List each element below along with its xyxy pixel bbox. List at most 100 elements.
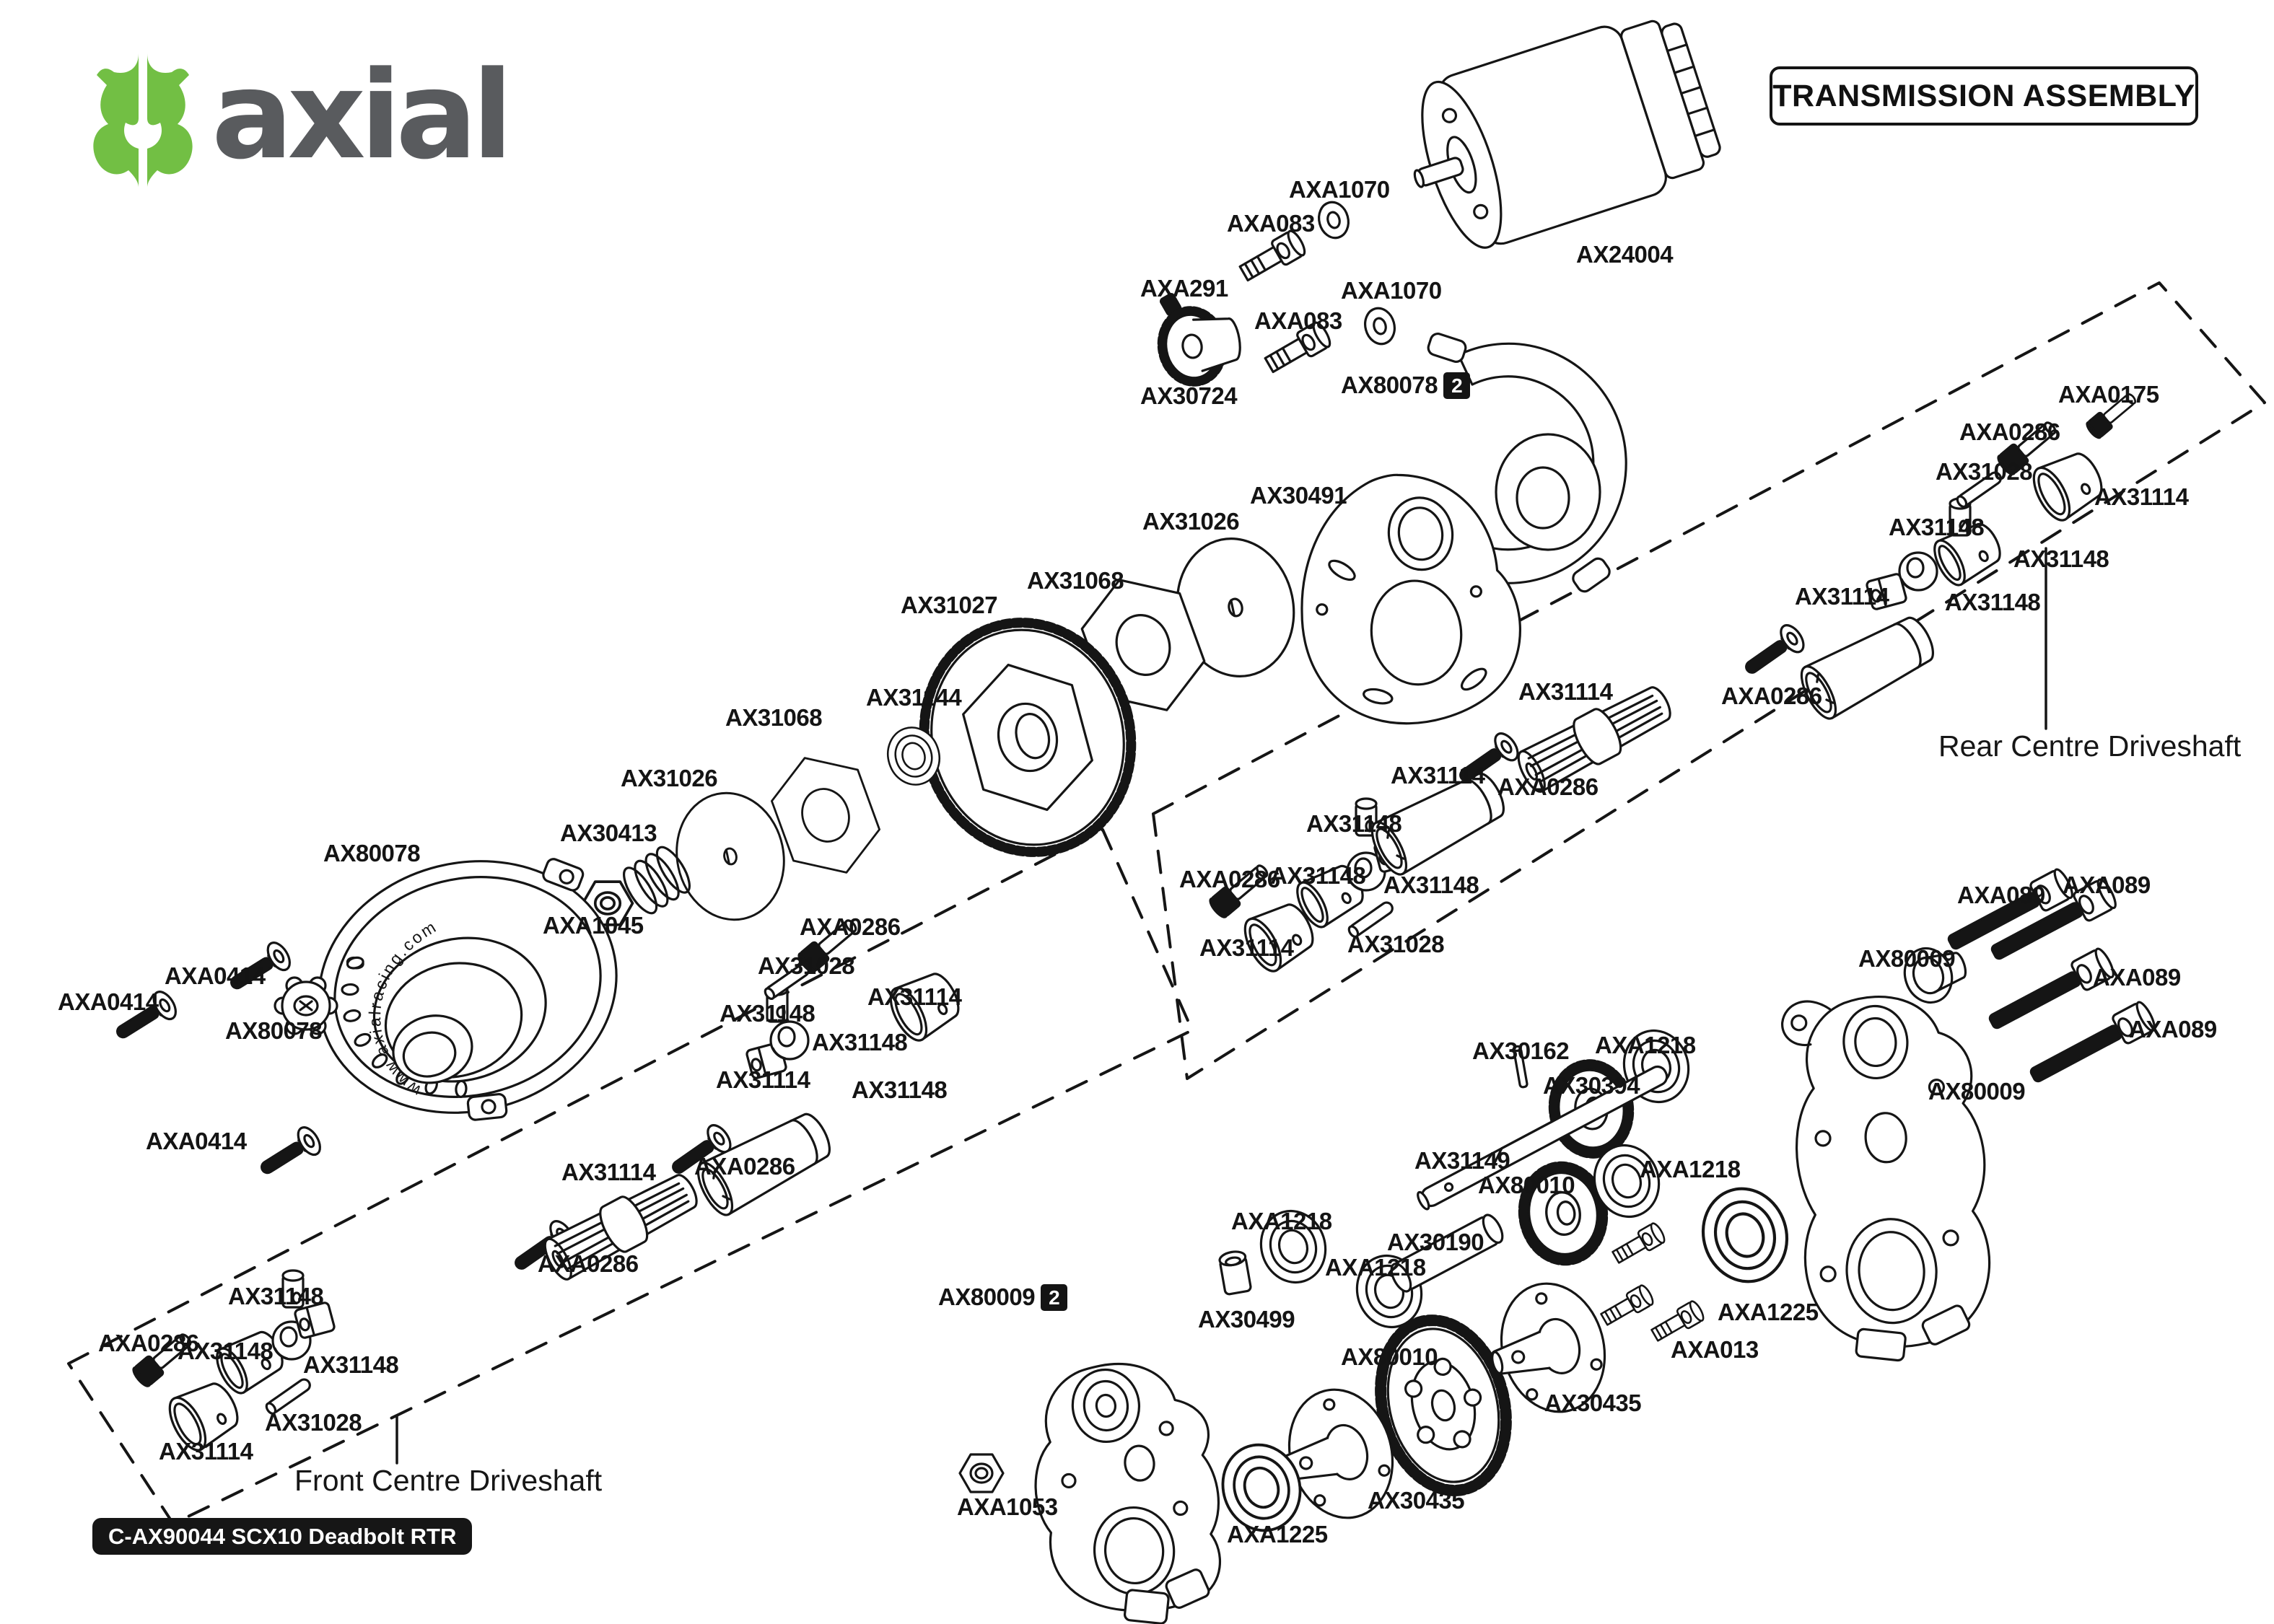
part-number: AXA083 [1227,210,1315,237]
part-number: AXA0286 [98,1330,199,1356]
part-number: AXA0286 [694,1153,795,1180]
part-number: AXA1045 [543,912,644,939]
part-label: AX31148 [1306,811,1402,837]
part-label: AX31114 [1518,679,1613,705]
part-number: AXA1070 [1289,176,1390,203]
part-number: AX80009 [938,1283,1036,1311]
part-label: AXA0286 [1179,866,1280,892]
pinion-ax30724-drawing [1157,306,1241,387]
part-label: AXA1218 [1325,1255,1426,1281]
part-number: AX31027 [901,592,998,618]
part-number: AX30162 [1472,1037,1570,1064]
part-number: AX31149 [1414,1147,1510,1174]
part-number: AX31028 [265,1409,362,1436]
part-label: AX31114 [1795,584,1889,610]
part-label: AX31114 [561,1159,656,1185]
part-label: AXA1070 [1289,177,1390,203]
part-number: AX31148 [812,1029,908,1055]
pivot-ball-ax31148-f2 [769,1020,810,1061]
front-driveshaft-annotation: Front Centre Driveshaft [294,1464,603,1497]
part-label: AX31148 [178,1338,274,1364]
slipper-cap-ax80078-drawing [274,976,338,1035]
top-shaft-ax31149-drawing [1417,1065,1669,1211]
part-number: AX24004 [1576,241,1674,268]
part-label: AX31148 [1383,872,1479,898]
part-label: AXA0286 [1721,683,1822,709]
part-number: AX31028 [1936,458,2033,485]
part-label: AX31114 [159,1439,253,1465]
locknut-axa1053 [958,1453,1005,1493]
part-label: AX31028 [1347,931,1445,957]
part-number: AX31028 [758,952,855,979]
part-label: AX31114 [716,1067,810,1093]
part-number: AX31068 [1027,567,1124,594]
part-label: AX30491 [1250,483,1347,509]
part-label: AX31148 [852,1076,948,1103]
part-number: AXA083 [1254,307,1342,334]
washer-axa1070-a [1313,198,1354,242]
part-number: AX30435 [1368,1487,1465,1514]
part-number: AX80078 [225,1017,323,1044]
part-number: AXA1218 [1640,1156,1741,1182]
part-number: AXA0414 [165,962,266,989]
part-label: AX31026 [1142,509,1240,535]
part-number: AX30394 [1543,1072,1640,1099]
part-label: AXA0286 [538,1251,639,1277]
part-label: AX31114 [1391,763,1485,789]
part-number: AXA1218 [1325,1254,1426,1281]
part-label: AX31149 [1414,1147,1510,1174]
part-number: AX80078 [1341,372,1438,399]
part-number: AXA089 [2093,964,2181,991]
part-number: AX31148 [1270,862,1366,889]
part-number: AXA1218 [1231,1208,1332,1234]
screw-axa089-d [2024,998,2159,1092]
spacer-ax30499 [1217,1248,1253,1296]
part-number: AXA0286 [1497,773,1599,800]
part-label: AXA0414 [146,1128,247,1154]
part-number: AX80010 [1478,1172,1575,1198]
part-number: AXA089 [1957,882,2045,908]
part-label: AXA0175 [2058,382,2159,408]
part-number: AXA089 [2063,872,2151,898]
part-label: AXA1225 [1718,1299,1819,1325]
part-label: AXA0286 [800,913,901,940]
part-number: AX80078 [323,840,421,866]
qty-badge: 2 [1443,372,1471,399]
screw-axa083-a [1236,227,1309,287]
part-number: AXA1218 [1595,1032,1696,1058]
qty-badge: 2 [1041,1284,1068,1311]
part-number: AX80010 [1341,1343,1438,1370]
part-label: AX30435 [1368,1487,1465,1514]
part-label: AXA0286 [694,1154,795,1180]
part-label: AX31148 [228,1283,324,1309]
part-label: AX31114 [2094,484,2189,510]
rear-driveshaft-annotation: Rear Centre Driveshaft [1938,729,2242,763]
spur-gear-ax31027-drawing [919,618,1137,857]
screw-axa013-a [1609,1220,1668,1268]
part-number: AXA0286 [1179,866,1280,892]
part-label: AX31028 [1936,458,2033,485]
part-number: AX31144 [866,684,962,711]
part-label: AXA1218 [1595,1032,1696,1058]
part-label: AX80009 [1858,946,1956,972]
part-label: AX31148 [720,1001,815,1027]
part-label: AX80009 [1928,1079,2026,1105]
screw-axa0286-r3 [1737,620,1809,684]
part-label: AX31148 [1270,862,1366,889]
motor-plate-ax30491-drawing [1300,473,1521,725]
part-number: AX31148 [1889,514,1985,540]
part-label: AXA089 [2093,965,2181,991]
part-label: AX30162 [1472,1037,1570,1064]
screw-axa0414-c [253,1122,326,1185]
part-number: AXA0286 [800,913,901,940]
part-number: AXA291 [1140,275,1228,302]
washer-axa1070-b [1360,304,1400,348]
part-label: AXA1218 [1231,1208,1332,1234]
part-number: AX31026 [621,765,718,791]
part-number: AX31148 [852,1076,948,1103]
part-number: AX31148 [228,1283,324,1309]
part-label: AX31144 [866,684,962,711]
